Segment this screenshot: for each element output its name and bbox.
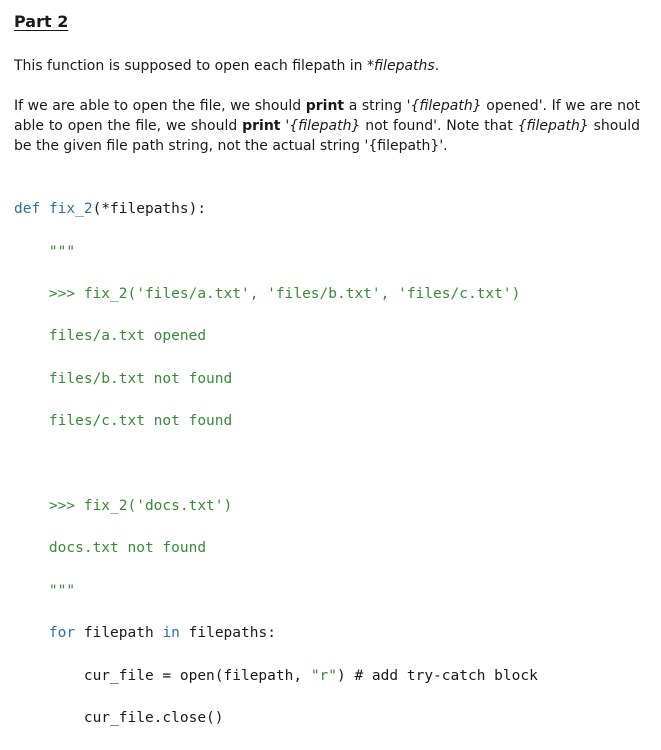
instr-text-1: If we are able to open the file, we shou… [14,98,306,114]
in-keyword: in [162,625,180,642]
print-keyword-1: print [305,98,345,114]
open-call: cur_file = open(filepath, [14,667,311,684]
docstring-blank-line [14,454,538,475]
code-line-open: cur_file = open(filepath, "r") # add try… [14,666,538,687]
section-heading: Part 2 [14,12,69,31]
doctest-output-1: files/a.txt opened [14,328,207,345]
filepath-placeholder-1: {filepath} [410,98,482,114]
code-line-close: cur_file.close() [14,709,224,726]
instr-text-2: a string ' [344,98,411,114]
code-line-for: for filepath in filepaths: [14,623,538,644]
mode-string: "r" [310,667,338,684]
code-line-def: def fix_2(*filepaths): [14,199,538,220]
doctest-output-3: files/c.txt not found [14,413,233,430]
doctest-output-2: files/b.txt not found [14,370,233,387]
instr-text-3: opened'. If we are not able to open the … [14,98,640,134]
for-keyword: for [48,625,76,642]
filepath-placeholder-3: {filepath} [517,118,589,134]
def-keyword: def [14,201,41,218]
instr-text-5: not found'. Note that [360,118,518,134]
filepath-placeholder-2: {filepath} [289,118,361,134]
function-params: (*filepaths): [92,201,207,218]
for-indent [14,625,49,641]
for-variable: filepath [75,625,163,642]
instr-text-4: ' [280,118,290,134]
for-iterable: filepaths: [179,625,276,642]
doctest-output-4: docs.txt not found [14,540,207,557]
instructions-paragraph: If we are able to open the file, we shou… [14,96,640,156]
open-comment: ) # add try-catch block [337,667,538,684]
docstring-close: """ [14,582,76,599]
code-block: def fix_2(*filepaths): """ >>> fix_2('fi… [14,178,538,750]
instr-text-6: should be the given file path string, no… [14,118,640,154]
filepaths-arg: *filepaths [367,58,435,74]
docstring-open: """ [14,243,76,260]
print-keyword-2: print [242,118,281,134]
doctest-call-2: >>> fix_2('docs.txt') [14,497,233,514]
function-name: fix_2 [48,201,93,218]
intro-text: This function is supposed to open each f… [14,58,368,74]
intro-period: . [434,58,440,74]
intro-paragraph: This function is supposed to open each f… [14,56,640,76]
doctest-call-1: >>> fix_2('files/a.txt', 'files/b.txt', … [14,285,521,302]
